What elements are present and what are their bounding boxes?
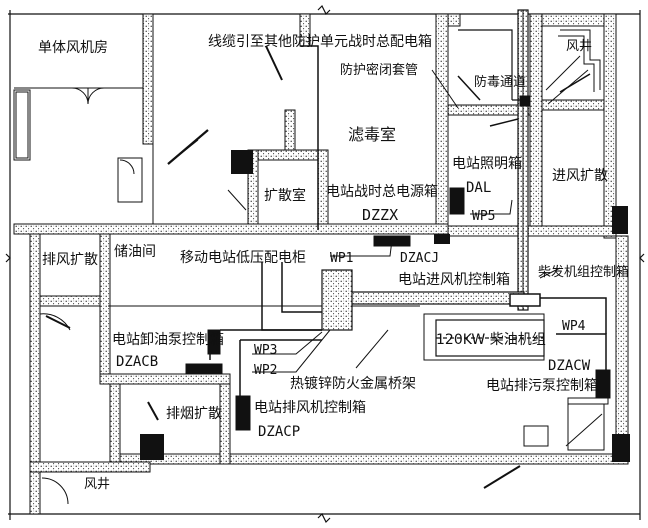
intake-fan-box-label: 电站进风机控制箱	[398, 272, 510, 288]
sleeve-note: 防护密闭套管	[340, 62, 418, 78]
generator-label: 120KW 柴油机组	[436, 332, 546, 348]
sewage-pump-box-code: DZACW	[548, 358, 591, 374]
diesel-ctrl-box-label: 柴发机组控制箱	[538, 264, 629, 280]
columns	[140, 150, 630, 462]
unload-pump-box-code: DZACB	[116, 354, 158, 370]
circuit-wp3: WP3	[254, 343, 277, 358]
room-smoke-diffusion: 排烟扩散	[166, 406, 222, 422]
wartime-power-box-label: 电站战时总电源箱	[326, 184, 438, 200]
tray-note: 热镀锌防火金属桥架	[290, 375, 416, 392]
room-protective-passage: 防毒通道	[474, 74, 526, 90]
room-filter: 滤毒室	[348, 125, 396, 144]
room-air-shaft-bottom: 风井	[84, 477, 110, 492]
room-labels: 单体风机房 滤毒室 扩散室 防毒通道 风井 进风扩散 排风扩散 储油间 排烟扩散…	[38, 39, 608, 492]
exhaust-fan-box-code: DZACP	[258, 424, 300, 440]
room-air-shaft-top: 风井	[566, 39, 592, 54]
equipment-boxes	[185, 95, 611, 431]
lighting-box-symbol	[449, 187, 465, 215]
unload-pump-box-label: 电站卸油泵控制箱	[112, 332, 224, 348]
circuit-wp1: WP1	[330, 251, 353, 266]
exhaust-diffusion-box-symbol	[185, 363, 223, 375]
equipment-labels: 线缆引至其他防护单元战时总配电箱 防护密闭套管 电站战时总电源箱 DZZX 电站…	[112, 34, 629, 440]
mobile-lv-cabinet-label: 移动电站低压配电柜	[180, 250, 306, 266]
circuit-labels: WP5 WP1 WP3 WP2 WP4	[254, 209, 586, 378]
room-oil-storage: 储油间	[114, 244, 156, 260]
sewage-pump-box-label: 电站排污泵控制箱	[486, 378, 598, 394]
sleeve-symbol	[519, 95, 531, 107]
sewage-pump-box-symbol	[595, 369, 611, 399]
circuit-wp2: WP2	[254, 363, 277, 378]
intake-fan-box-symbol	[373, 235, 411, 247]
doors	[39, 45, 603, 512]
lighting-box-label: 电站照明箱	[452, 156, 522, 172]
lighting-box-code: DAL	[466, 180, 491, 196]
walls	[13, 13, 629, 515]
intake-fan-box-code: DZACJ	[400, 251, 439, 266]
room-exhaust-diffusion: 排风扩散	[42, 252, 98, 268]
room-intake-diffusion: 进风扩散	[552, 168, 608, 184]
exhaust-fan-box-symbol	[235, 395, 251, 431]
wartime-power-box-code: DZZX	[362, 206, 398, 224]
generator-outline	[435, 319, 545, 357]
cable-note: 线缆引至其他防护单元战时总配电箱	[208, 34, 432, 50]
diesel-ctrl-box-symbol	[509, 293, 541, 307]
room-diffusion: 扩散室	[264, 187, 306, 204]
room-single-fan: 单体风机房	[38, 40, 108, 56]
wiring	[209, 9, 607, 430]
circuit-wp4: WP4	[562, 319, 586, 334]
unload-pump-box-symbol	[207, 329, 221, 355]
circuit-wp5: WP5	[472, 209, 495, 224]
exhaust-fan-box-label: 电站排风机控制箱	[254, 400, 366, 416]
